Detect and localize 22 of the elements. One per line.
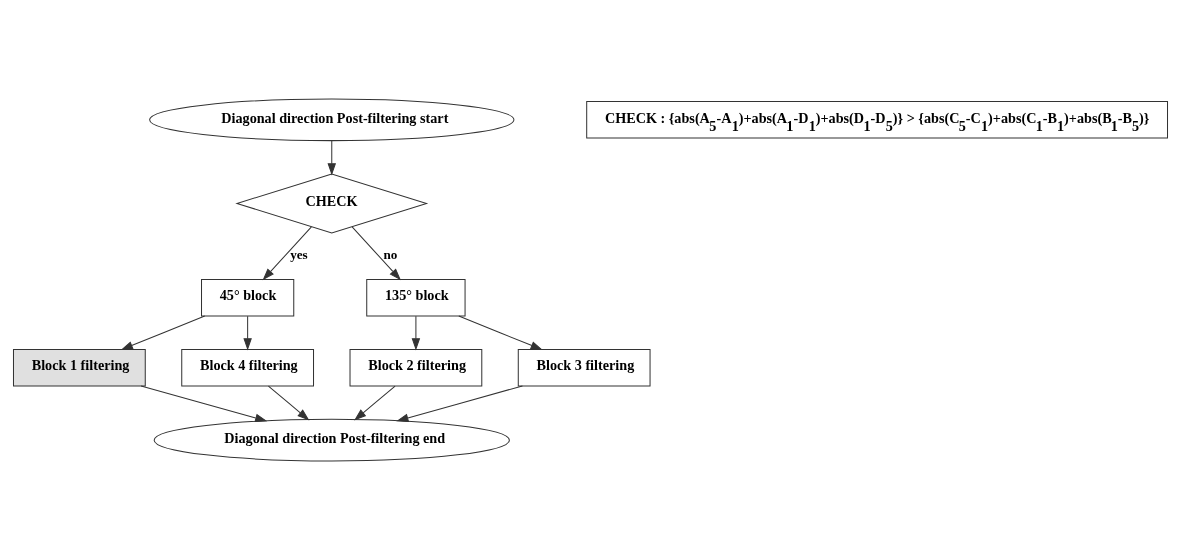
arrow — [120, 315, 206, 350]
arrow — [140, 384, 268, 422]
node-box: 45° block — [201, 278, 295, 316]
edge-label: no — [383, 246, 398, 262]
arrow — [327, 140, 337, 175]
arrow — [411, 315, 421, 351]
node-diamond: CHECK — [235, 173, 429, 233]
node-box: Block 4 filtering — [181, 348, 315, 386]
edge-label: yes — [290, 246, 308, 262]
node-box: Block 2 filtering — [349, 348, 483, 386]
arrow — [354, 385, 396, 420]
arrow — [351, 225, 401, 280]
arrow — [396, 384, 523, 422]
arrow — [458, 315, 543, 350]
arrow — [243, 315, 252, 351]
node-box: Block 3 filtering — [517, 348, 651, 386]
node-box: Block 1 filtering — [12, 348, 146, 386]
node-box: 135° block — [366, 278, 466, 316]
arrow — [267, 385, 310, 420]
node-ellipse: Diagonal direction Post-filtering end — [153, 418, 510, 461]
arrow — [262, 225, 312, 280]
node-ellipse: Diagonal direction Post-filtering start — [149, 98, 515, 141]
